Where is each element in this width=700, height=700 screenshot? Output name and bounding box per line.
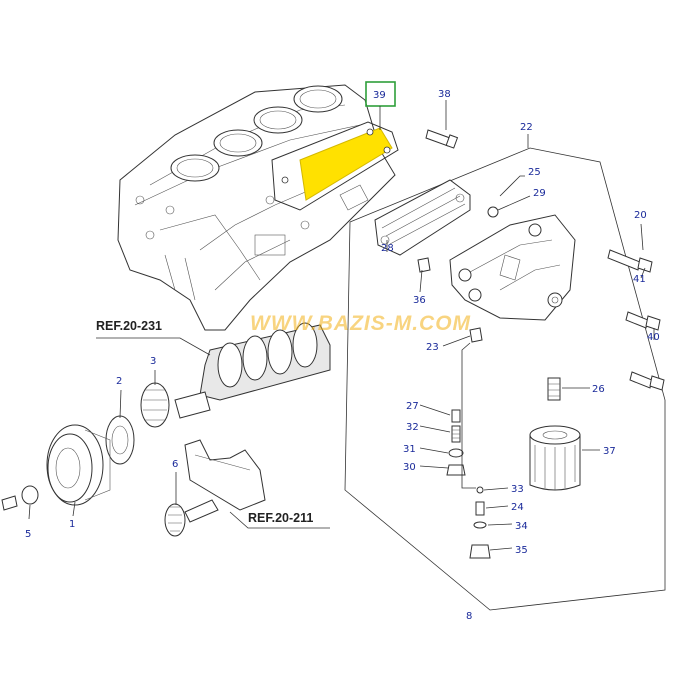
crank-pulley[interactable] (46, 424, 111, 506)
engine-block (117, 84, 396, 331)
stack-parts[interactable] (446, 409, 491, 559)
callout-32[interactable]: 32 (406, 422, 419, 433)
balance-gear[interactable] (164, 499, 219, 537)
plug-23[interactable] (469, 327, 483, 343)
pulley-bolt[interactable] (1, 495, 18, 511)
ref-label-20-211: REF.20-211 (248, 511, 313, 525)
callout-6[interactable]: 6 (172, 459, 178, 470)
callout-8[interactable]: 8 (466, 611, 472, 622)
bolt-41[interactable] (629, 371, 665, 391)
callout-31[interactable]: 31 (403, 444, 416, 455)
leader-lines (28, 100, 655, 551)
bolt-20[interactable] (607, 249, 653, 273)
filter-housing[interactable] (449, 214, 576, 321)
callout-39[interactable]: 39 (373, 90, 386, 101)
oil-filter-37[interactable] (529, 425, 581, 491)
plug-36[interactable] (417, 257, 431, 273)
bolt-40[interactable] (625, 311, 661, 331)
callout-20[interactable]: 20 (634, 210, 647, 221)
relief-valve-26[interactable] (547, 377, 561, 401)
assembly-boundary-22 (344, 147, 666, 611)
callout-24[interactable]: 24 (511, 502, 524, 513)
callout-22[interactable]: 22 (520, 122, 533, 133)
callout-5[interactable]: 5 (25, 529, 31, 540)
callout-25[interactable]: 25 (528, 167, 541, 178)
callout-36[interactable]: 36 (413, 295, 426, 306)
callout-30[interactable]: 30 (403, 462, 416, 473)
callout-3[interactable]: 3 (150, 356, 156, 367)
callout-23[interactable]: 23 (426, 342, 439, 353)
highlight-box-39 (365, 81, 396, 107)
callout-28[interactable]: 28 (381, 243, 394, 254)
bolt-38[interactable] (425, 129, 459, 149)
callout-27[interactable]: 27 (406, 401, 419, 412)
callout-38[interactable]: 38 (438, 89, 451, 100)
ref-label-20-231: REF.20-231 (96, 319, 162, 333)
crankshaft[interactable] (174, 322, 331, 419)
callout-40[interactable]: 40 (647, 332, 660, 343)
callout-2[interactable]: 2 (116, 376, 122, 387)
callout-33[interactable]: 33 (511, 484, 524, 495)
callout-41[interactable]: 41 (633, 274, 646, 285)
oil-cooler-gasket[interactable] (271, 121, 399, 211)
callout-37[interactable]: 37 (603, 446, 616, 457)
o-ring-29[interactable] (487, 206, 499, 218)
callout-35[interactable]: 35 (515, 545, 528, 556)
callout-34[interactable]: 34 (515, 521, 528, 532)
callout-26[interactable]: 26 (592, 384, 605, 395)
callout-29[interactable]: 29 (533, 188, 546, 199)
oil-cooler[interactable] (374, 179, 471, 256)
bearing-cap[interactable] (184, 439, 266, 511)
watermark: WWW.BAZIS-M.COM (250, 312, 471, 335)
callout-1[interactable]: 1 (69, 519, 75, 530)
timing-sprocket[interactable] (140, 382, 170, 428)
washer[interactable] (21, 485, 39, 505)
